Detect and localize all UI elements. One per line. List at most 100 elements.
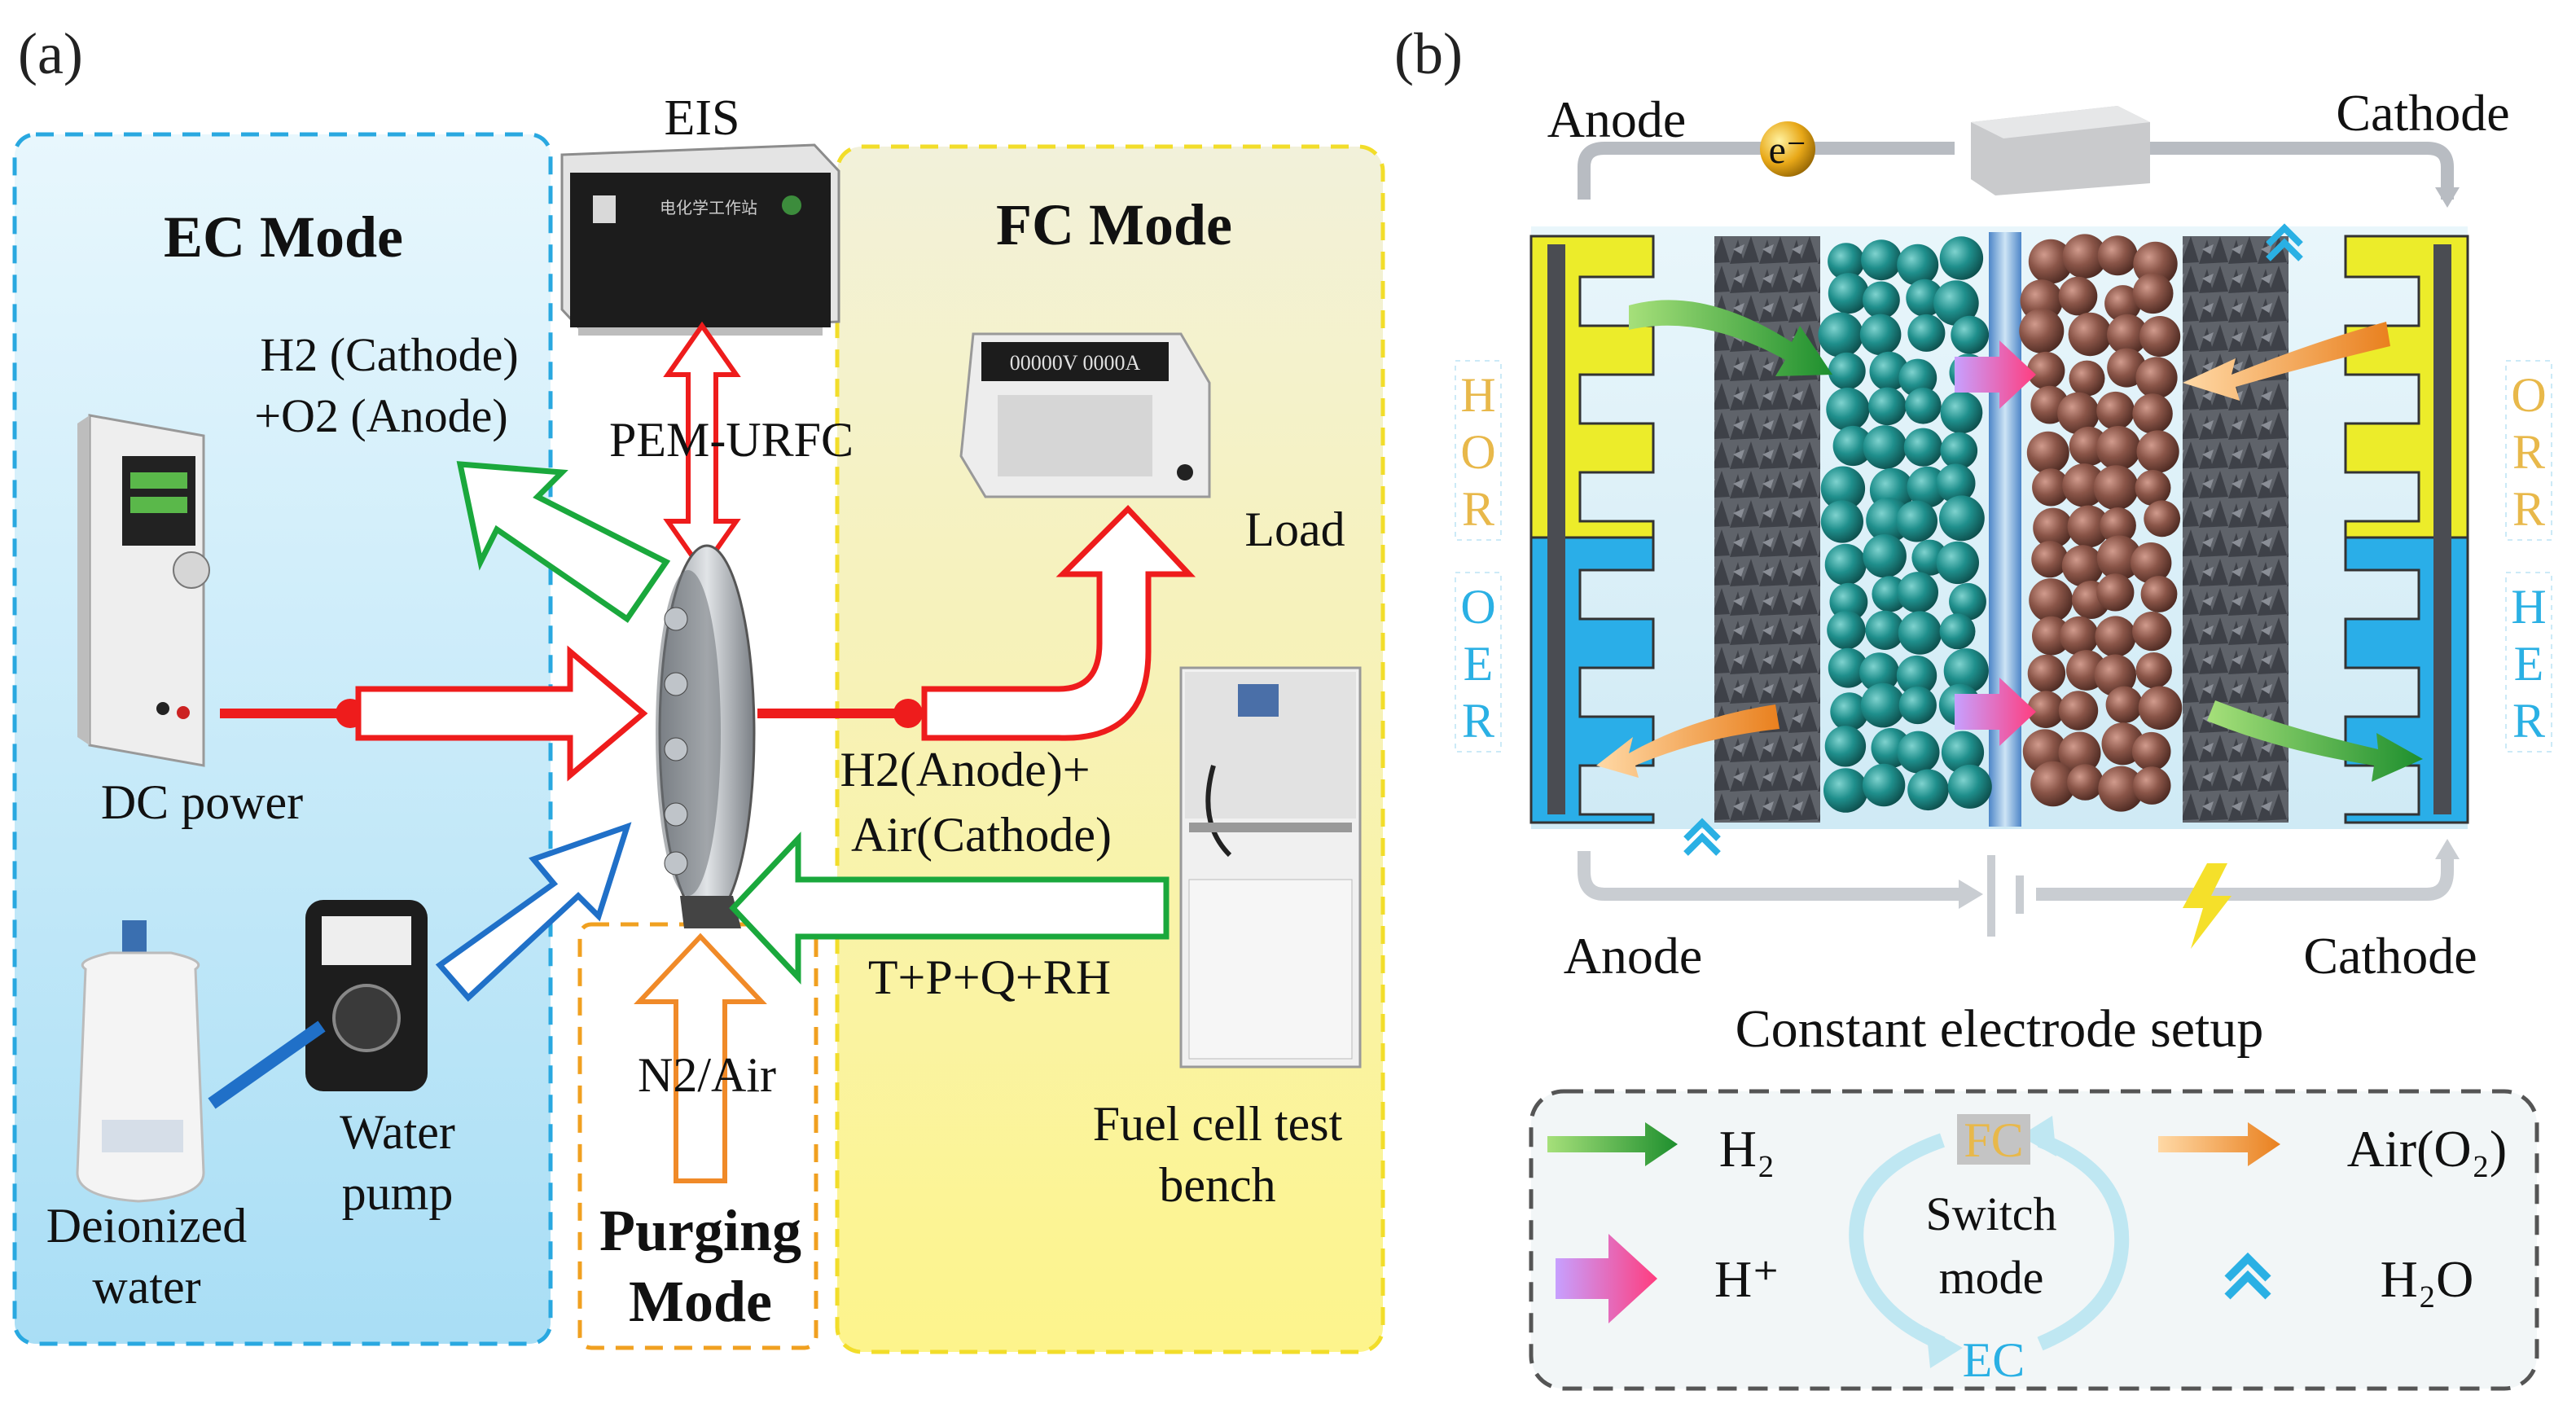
cathode-catalyst-particle bbox=[2136, 430, 2179, 473]
load-label: Load bbox=[1244, 502, 1345, 556]
water-pump-line1: Water bbox=[340, 1105, 455, 1159]
cathode-catalyst-particle bbox=[2096, 391, 2135, 430]
purging-mode-title-2: Mode bbox=[629, 1269, 772, 1334]
hor-label: HOR bbox=[1455, 360, 1502, 541]
cathode-catalyst-particle bbox=[2030, 761, 2076, 807]
water-chevron-top bbox=[2266, 223, 2303, 261]
anode-catalyst-particle bbox=[1949, 582, 1986, 621]
dc-power-label: DC power bbox=[101, 775, 303, 829]
panel-a: (a) EC Mode FC Mode Purging Mode 电化学工作站 … bbox=[12, 21, 1385, 1354]
anode-catalyst-particle bbox=[1820, 466, 1866, 511]
legend-switch-line2: mode bbox=[1939, 1251, 2044, 1304]
reaction-letter: E bbox=[2514, 637, 2544, 691]
cathode-catalyst-particle bbox=[2144, 500, 2181, 538]
cathode-catalyst-particle bbox=[2058, 691, 2099, 731]
reaction-label-frame bbox=[1455, 360, 1502, 541]
legend-h2: H₂ bbox=[1547, 1120, 1775, 1178]
bottom-circuit-wire-left bbox=[1578, 851, 1971, 901]
anode-catalyst-particle bbox=[1863, 281, 1900, 319]
test-bench-line2: bench bbox=[1159, 1158, 1275, 1212]
cathode-catalyst-particle bbox=[2058, 731, 2101, 775]
switch-mode-cycle: FC Switch mode EC bbox=[1849, 1113, 2130, 1387]
anode-catalyst-particle bbox=[1933, 280, 1979, 326]
cathode-catalyst-particle bbox=[2132, 273, 2174, 314]
anode-catalyst-particle bbox=[1832, 425, 1873, 467]
top-circuit-wire-right bbox=[2146, 142, 2454, 200]
cathode-catalyst-particle bbox=[2067, 764, 2104, 801]
cathode-catalyst-particle bbox=[2027, 351, 2065, 390]
anode-catalyst-particle bbox=[1860, 682, 1906, 728]
ec-products-line2: +O2 (Anode) bbox=[254, 389, 507, 442]
reaction-letter: R bbox=[2512, 694, 2545, 748]
air-flow-arrow-out bbox=[1596, 704, 1780, 778]
cathode-bottom-label: Cathode bbox=[2303, 927, 2477, 985]
load-display: 00000V 0000A bbox=[1010, 351, 1141, 375]
cathode-catalyst-particle bbox=[2132, 612, 2172, 652]
anode-catalyst-particle bbox=[1829, 582, 1868, 621]
air-flow-arrow-in bbox=[2183, 322, 2390, 401]
cathode-catalyst-particle bbox=[2107, 314, 2148, 355]
bottom-circuit-arrowhead bbox=[1959, 880, 1983, 909]
cathode-catalyst-particle bbox=[2131, 542, 2172, 584]
water-pump-line2: pump bbox=[342, 1166, 454, 1220]
anode-catalyst-particle bbox=[1823, 768, 1868, 813]
anode-catalyst-particle bbox=[1936, 463, 1976, 503]
fc-conditions-label: T+P+Q+RH bbox=[868, 950, 1111, 1004]
legend-switch-line1: Switch bbox=[1925, 1187, 2056, 1240]
panel-a-label: (a) bbox=[18, 21, 83, 86]
pem-urfc-label: PEM-URFC bbox=[609, 413, 854, 467]
dc-power-supply bbox=[77, 414, 210, 767]
anode-catalyst-particle bbox=[1828, 273, 1869, 314]
panel-b-label: (b) bbox=[1394, 21, 1463, 86]
cathode-catalyst-particle bbox=[2062, 463, 2106, 507]
anode-catalyst-particle bbox=[1940, 391, 1983, 434]
load-arrow bbox=[921, 504, 1196, 741]
cathode-catalyst-particle bbox=[2095, 616, 2136, 657]
anode-catalyst-particle bbox=[1861, 239, 1902, 281]
anode-catalyst-particle bbox=[1898, 358, 1937, 397]
anode-catalyst-particle bbox=[1905, 388, 1942, 424]
reaction-letter: R bbox=[1462, 482, 1494, 536]
cathode-catalyst-particle bbox=[2094, 654, 2136, 696]
h2-flow-arrow-out bbox=[2207, 700, 2423, 782]
ec-products-line1: H2 (Cathode) bbox=[260, 328, 518, 381]
fc-feed-arrow bbox=[729, 832, 1170, 985]
reaction-letter: O bbox=[1460, 425, 1495, 479]
fc-feed-line1: H2(Anode)+ bbox=[840, 743, 1090, 796]
anode-catalyst-particle bbox=[1939, 495, 1985, 542]
anode-catalyst-particle bbox=[1820, 500, 1863, 543]
purging-mode-title-1: Purging bbox=[599, 1198, 801, 1263]
cathode-catalyst-particle bbox=[2096, 573, 2135, 612]
reaction-letter: R bbox=[1462, 694, 1494, 748]
cathode-catalyst-particle bbox=[2138, 686, 2183, 731]
cathode-catalyst-particle bbox=[2026, 431, 2069, 474]
anode-bottom-label: Anode bbox=[1564, 927, 1703, 985]
her-label: HER bbox=[2505, 572, 2552, 753]
anode-catalyst-particle bbox=[1826, 388, 1870, 432]
anode-catalyst-particle bbox=[1907, 769, 1949, 811]
legend-ec-label: EC bbox=[1963, 1333, 2025, 1387]
anode-catalyst-particle bbox=[1863, 534, 1907, 578]
cathode-flow-field-plate bbox=[2344, 235, 2469, 824]
top-circuit-wire bbox=[1578, 142, 1955, 200]
cathode-catalyst-particle bbox=[2069, 360, 2105, 397]
electron-particle bbox=[1760, 121, 1815, 177]
cathode-catalyst-particle bbox=[2061, 545, 2104, 587]
orr-label: ORR bbox=[2505, 360, 2552, 541]
cathode-catalyst-particle bbox=[2068, 312, 2112, 357]
anode-catalyst-particle bbox=[1897, 244, 1939, 286]
anode-catalyst-particle bbox=[1859, 314, 1902, 356]
anode-catalyst-particle bbox=[1897, 572, 1938, 613]
cathode-catalyst-particle bbox=[2098, 766, 2144, 812]
anode-catalyst-particle bbox=[1936, 541, 1979, 585]
eis-instrument: 电化学工作站 bbox=[560, 143, 840, 336]
eis-label: EIS bbox=[665, 90, 740, 146]
ec-product-arrow bbox=[456, 461, 671, 623]
anode-catalyst-particle bbox=[1824, 726, 1867, 767]
proton-arrow-top bbox=[1955, 340, 2036, 409]
cathode-catalyst-particle bbox=[2096, 426, 2141, 471]
fc-feed-line2: Air(Cathode) bbox=[851, 808, 1112, 862]
reaction-label-frame bbox=[2505, 572, 2552, 753]
anode-catalyst-particle bbox=[1869, 351, 1909, 391]
reaction-letter: E bbox=[1464, 637, 1494, 691]
